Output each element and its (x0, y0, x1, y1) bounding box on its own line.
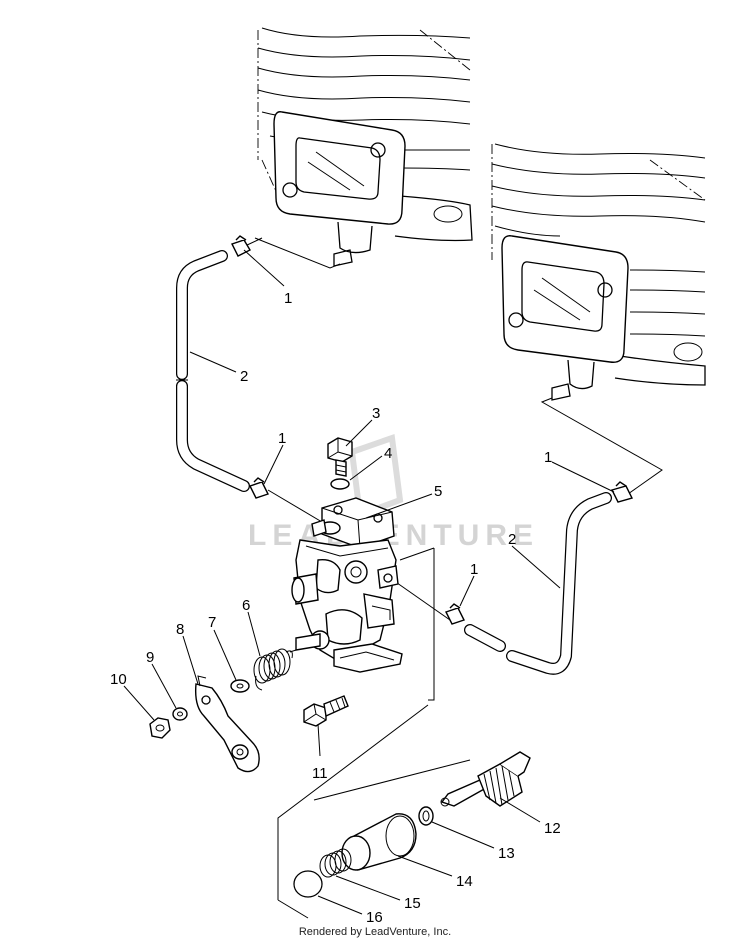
callout-1-lower-left: 1 (278, 430, 286, 447)
callout-13: 13 (498, 845, 515, 862)
clamp-right-upper (610, 481, 634, 503)
hose-clamp (231, 235, 634, 625)
render-credit: Rendered by LeadVenture, Inc. (298, 926, 452, 938)
hose-left (176, 250, 250, 492)
pump-lever (194, 675, 260, 773)
callout-14: 14 (456, 873, 473, 890)
cylinder-upper (257, 27, 473, 267)
alignment-lines (244, 237, 663, 919)
callout-1-right: 1 (544, 449, 552, 466)
drive-gear-shaft (440, 751, 531, 807)
cylinder-lower (491, 143, 706, 401)
callout-15: 15 (404, 895, 421, 912)
callout-4: 4 (384, 445, 392, 462)
callout-3: 3 (372, 405, 380, 422)
callout-2-right: 2 (508, 531, 516, 548)
callout-16: 16 (366, 909, 383, 926)
callout-9: 9 (146, 649, 154, 666)
sealing-washer (330, 478, 350, 490)
callout-1-upper: 1 (284, 290, 292, 307)
callout-12: 12 (544, 820, 561, 837)
hex-nut (149, 717, 171, 739)
torsion-spring (253, 648, 293, 691)
clamp-lower-left (249, 477, 269, 499)
callout-6: 6 (242, 597, 250, 614)
flat-washer (230, 679, 250, 693)
callout-8: 8 (176, 621, 184, 638)
banjo-bolt (327, 437, 353, 477)
callout-labels: 1 2 3 1 4 5 1 2 1 6 7 8 9 10 11 12 13 14… (110, 290, 561, 926)
callout-7: 7 (208, 614, 216, 631)
shaft-o-ring (418, 806, 434, 826)
lock-washer (172, 707, 188, 721)
oil-pump-body (291, 497, 403, 673)
callout-10: 10 (110, 671, 127, 688)
callout-1-center: 1 (470, 561, 478, 578)
callout-5: 5 (434, 483, 442, 500)
large-o-ring (293, 870, 323, 898)
mounting-bolt (303, 695, 349, 727)
leader-lines (123, 249, 615, 915)
callout-2-left: 2 (240, 368, 248, 385)
clamp-right-lower (445, 603, 465, 625)
shaft-spring (319, 848, 352, 878)
callout-11: 11 (312, 765, 328, 782)
shaft-bushing (341, 813, 417, 871)
hose-right (464, 492, 612, 675)
